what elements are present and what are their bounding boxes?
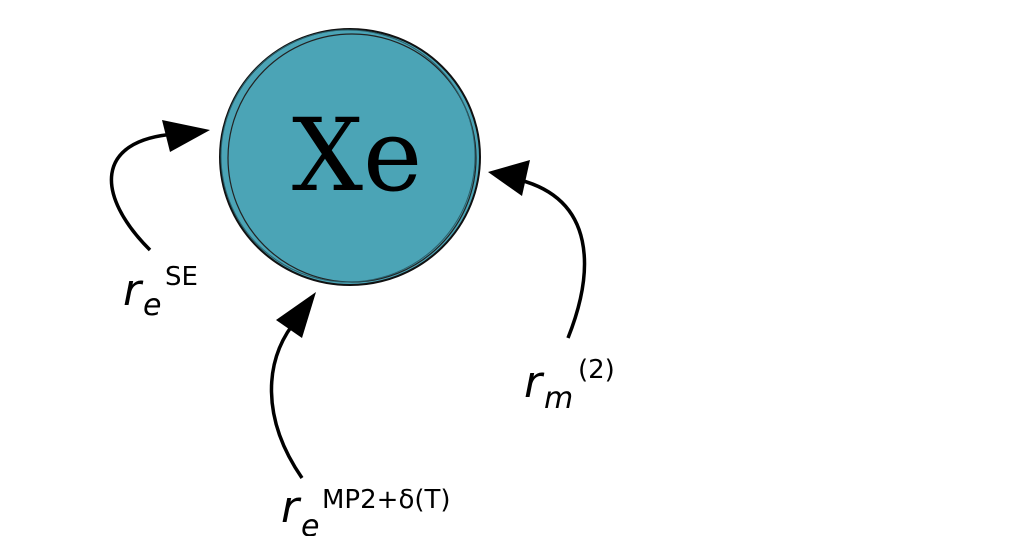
label-sup: (2)	[578, 355, 615, 385]
label-re-se: r e SE	[123, 262, 198, 323]
arrow-se	[109, 120, 210, 252]
label-rm-2: r m (2)	[524, 355, 615, 416]
label-base: r	[123, 265, 144, 316]
arrow-mp2	[269, 292, 316, 479]
label-base: r	[281, 482, 302, 533]
label-sup: MP2+δ(T)	[322, 485, 451, 515]
label-sub: e	[301, 509, 319, 536]
arrow-m2	[488, 160, 587, 339]
label-re-mp2: r e MP2+δ(T)	[281, 482, 451, 536]
label-sup: SE	[165, 262, 198, 292]
label-sub: e	[143, 288, 161, 323]
atom-symbol: Xe	[292, 97, 422, 214]
label-sub: m	[544, 381, 573, 416]
xe-atom-circle	[219, 28, 481, 286]
label-base: r	[524, 357, 545, 408]
